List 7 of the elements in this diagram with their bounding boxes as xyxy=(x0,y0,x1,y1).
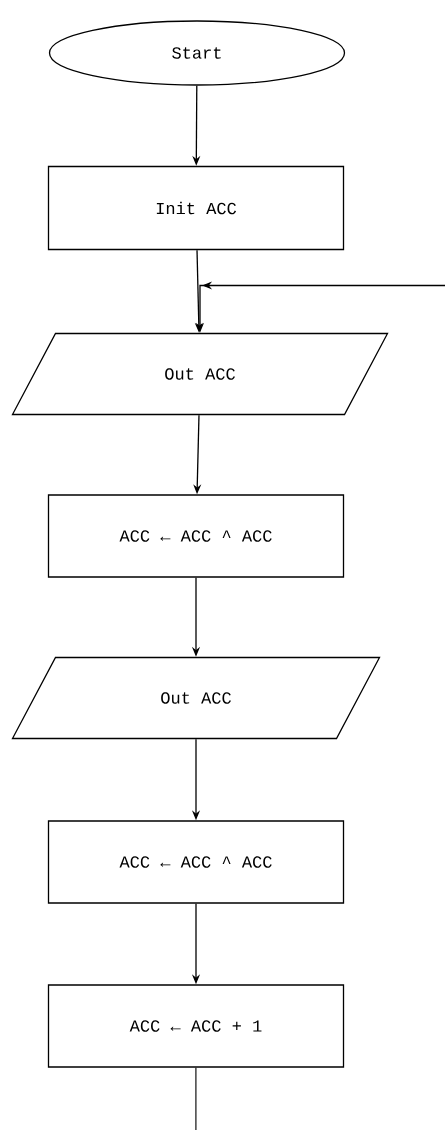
process-box: Init ACC xyxy=(47,165,345,251)
start-terminal: Start xyxy=(48,20,346,86)
process-box: ACC ← ACC ^ ACC xyxy=(47,494,345,578)
process-box: ACC ← ACC ^ ACC xyxy=(47,820,345,904)
output-parallelogram: Out ACC xyxy=(11,332,389,416)
process-box: ACC ← ACC + 1 xyxy=(47,984,345,1068)
output-parallelogram: Out ACC xyxy=(11,656,381,740)
